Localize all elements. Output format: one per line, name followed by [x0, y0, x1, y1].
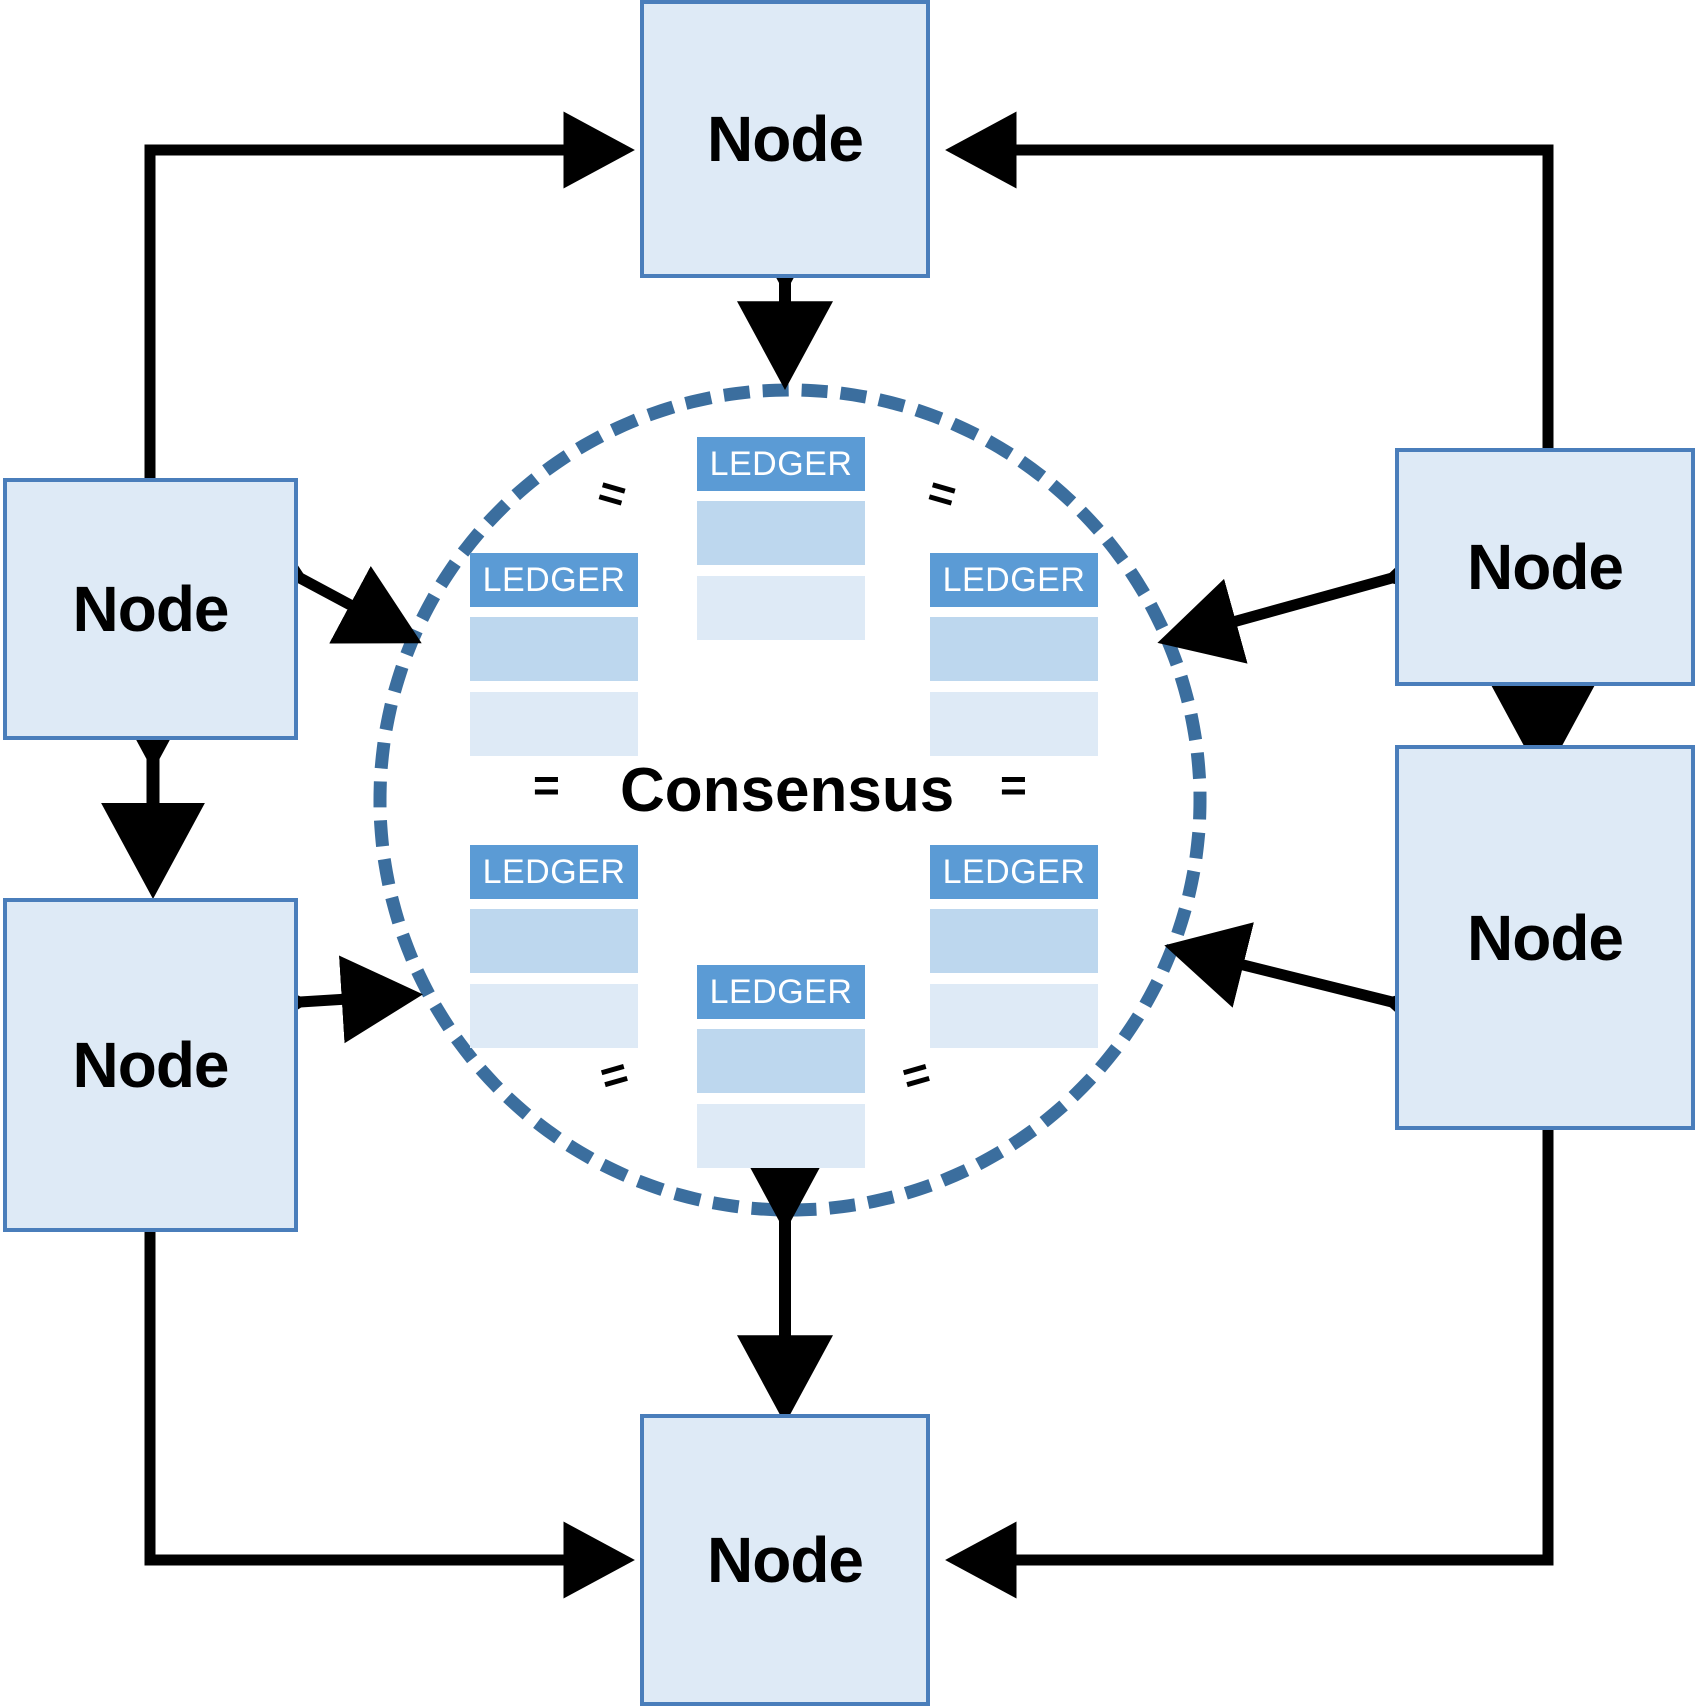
node-left-upper-label: Node	[72, 573, 230, 645]
ledger-left-lower[interactable]: LEDGER	[470, 845, 638, 1048]
node-top[interactable]: Node	[640, 0, 930, 278]
ledger-bottom-row-1	[697, 1029, 865, 1093]
equals-mark-mid-right: =	[1000, 759, 1027, 811]
equals-mark-bottom-left: =	[593, 1046, 634, 1104]
node-right-lower[interactable]: Node	[1395, 745, 1695, 1130]
equals-mark-bottom-right: =	[895, 1046, 936, 1104]
arrow-right-upper-to-center	[1157, 516, 1472, 664]
node-right-upper[interactable]: Node	[1395, 448, 1695, 686]
arrow-left-lower-to-bottom	[144, 1232, 635, 1599]
arrow-right-lower-to-bottom	[945, 1128, 1554, 1599]
ledger-left-upper-header: LEDGER	[470, 553, 638, 607]
ledger-left-upper-row-1	[470, 617, 638, 681]
ledger-left-lower-row-1	[470, 909, 638, 973]
arrow-left-lower-to-center	[226, 955, 423, 1051]
node-right-upper-label: Node	[1467, 531, 1624, 603]
ledger-right-upper[interactable]: LEDGER	[930, 553, 1098, 756]
node-left-upper[interactable]: Node	[3, 478, 298, 740]
ledger-right-upper-row-2	[930, 692, 1098, 756]
node-left-lower[interactable]: Node	[3, 898, 298, 1232]
ledger-bottom[interactable]: LEDGER	[697, 965, 865, 1168]
ledger-left-upper-row-2	[470, 692, 638, 756]
equals-mark-mid-left: =	[533, 759, 560, 811]
node-top-label: Node	[707, 103, 864, 175]
ledger-top-row-2	[697, 576, 865, 640]
node-left-lower-label: Node	[72, 1029, 230, 1101]
ledger-bottom-row-2	[697, 1104, 865, 1168]
equals-mark-top-right: =	[921, 464, 962, 522]
ledger-right-upper-header: LEDGER	[930, 553, 1098, 607]
arrow-right-lower-to-center	[1164, 922, 1471, 1062]
ledger-left-upper[interactable]: LEDGER	[470, 553, 638, 756]
ledger-top[interactable]: LEDGER	[697, 437, 865, 640]
arrow-left-upper-to-top	[144, 111, 635, 480]
ledger-top-header: LEDGER	[697, 437, 865, 491]
ledger-top-row-1	[697, 501, 865, 565]
consensus-label: Consensus	[620, 756, 955, 825]
ledger-right-lower-row-1	[930, 909, 1098, 973]
node-right-lower-label: Node	[1467, 901, 1624, 974]
consensus-boundary-circle	[373, 383, 1207, 1217]
arrow-left-upper-to-center	[217, 505, 422, 644]
ledger-left-lower-row-2	[470, 984, 638, 1048]
ledger-bottom-header: LEDGER	[697, 965, 865, 1019]
node-bottom-label: Node	[707, 1524, 864, 1596]
arrow-right-upper-to-top	[945, 111, 1554, 452]
ledger-left-lower-header: LEDGER	[470, 845, 638, 899]
ledger-right-lower-header: LEDGER	[930, 845, 1098, 899]
ledger-right-upper-row-1	[930, 617, 1098, 681]
node-bottom[interactable]: Node	[640, 1414, 930, 1706]
ledger-right-lower-row-2	[930, 984, 1098, 1048]
equals-mark-top-left: =	[591, 464, 632, 522]
ledger-right-lower[interactable]: LEDGER	[930, 845, 1098, 1048]
